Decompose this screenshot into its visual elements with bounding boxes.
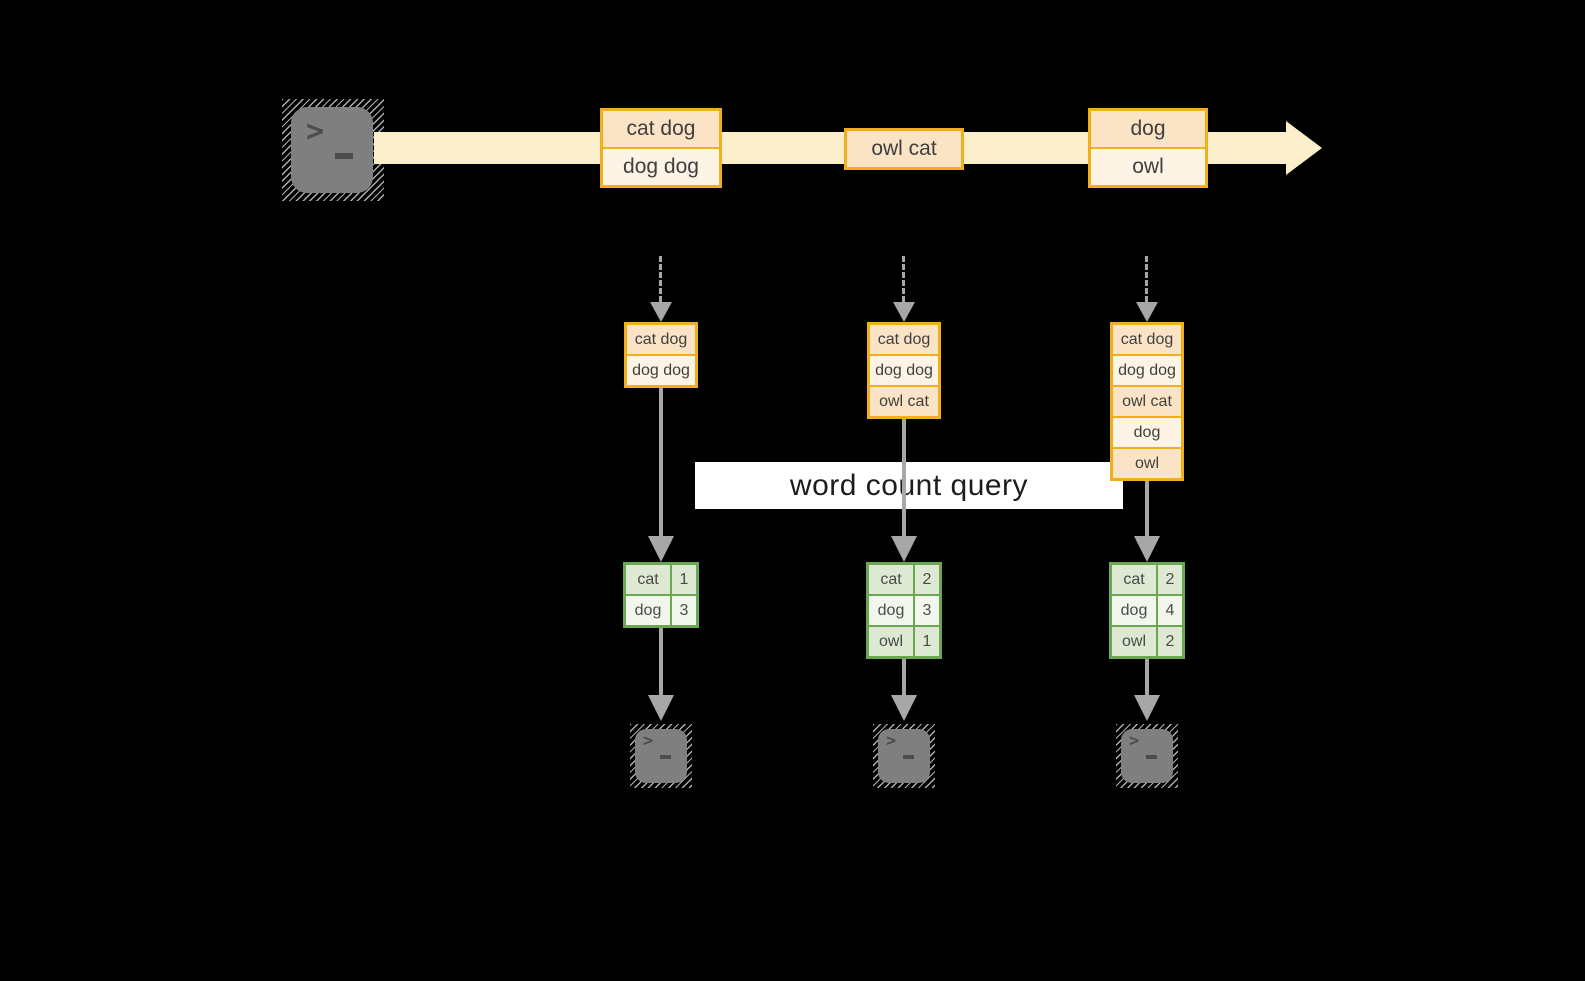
query-arrow-line	[659, 388, 663, 536]
count-row: dog 4	[1112, 594, 1182, 625]
terminal-sink-icon: >	[1116, 724, 1178, 788]
output-arrow-line	[1145, 656, 1149, 695]
count-word: cat	[626, 565, 672, 594]
stream-event-box-2: owl cat	[844, 128, 964, 170]
stream-event-box-3: dog owl	[1088, 108, 1208, 188]
buffer-row: cat dog	[1113, 325, 1181, 354]
ingest-arrowhead-icon	[893, 302, 915, 322]
terminal-screen: >	[291, 107, 373, 193]
query-label: word count query	[789, 468, 1029, 502]
terminal-screen: >	[1121, 729, 1173, 783]
prompt-underscore-icon	[903, 755, 914, 759]
count-value: 3	[915, 596, 939, 625]
count-row: cat 1	[626, 565, 696, 594]
prompt-chevron-icon: >	[643, 731, 654, 751]
count-row: cat 2	[869, 565, 939, 594]
stream-event-box-1: cat dog dog dog	[600, 108, 722, 188]
count-row: cat 2	[1112, 565, 1182, 594]
stream-event-row: dog dog	[603, 147, 719, 185]
output-arrow-line	[902, 656, 906, 695]
query-arrow-line	[1145, 481, 1149, 536]
count-row: dog 3	[626, 594, 696, 625]
buffer-row: owl	[1113, 447, 1181, 478]
count-word: owl	[869, 627, 915, 656]
buffer-row: dog dog	[627, 354, 695, 385]
buffer-stack-2: cat dog dog dog owl cat	[867, 322, 941, 419]
buffer-row: owl cat	[1113, 385, 1181, 416]
count-word: cat	[1112, 565, 1158, 594]
ingest-arrow-line	[902, 256, 905, 302]
stream-event-row: owl	[1091, 147, 1205, 185]
count-table-1: cat 1 dog 3	[623, 562, 699, 628]
buffer-row: dog dog	[1113, 354, 1181, 385]
terminal-sink-icon: >	[873, 724, 935, 788]
terminal-screen: >	[878, 729, 930, 783]
stream-event-row: cat dog	[603, 111, 719, 147]
stream-arrowhead-icon	[1286, 121, 1322, 175]
query-arrowhead-icon	[891, 536, 917, 562]
count-word: dog	[869, 596, 915, 625]
count-word: cat	[869, 565, 915, 594]
count-value: 1	[672, 565, 696, 594]
query-arrowhead-icon	[648, 536, 674, 562]
buffer-row: cat dog	[870, 325, 938, 354]
output-arrow-line	[659, 626, 663, 695]
buffer-row: cat dog	[627, 325, 695, 354]
query-arrow-line	[902, 419, 906, 536]
count-value: 4	[1158, 596, 1182, 625]
count-value: 3	[672, 596, 696, 625]
query-arrowhead-icon	[1134, 536, 1160, 562]
count-value: 2	[915, 565, 939, 594]
count-value: 2	[1158, 627, 1182, 656]
output-arrowhead-icon	[648, 695, 674, 721]
buffer-row: dog	[1113, 416, 1181, 447]
count-word: dog	[626, 596, 672, 625]
count-table-2: cat 2 dog 3 owl 1	[866, 562, 942, 659]
count-row: dog 3	[869, 594, 939, 625]
stream-event-row: owl cat	[847, 131, 961, 167]
count-row: owl 1	[869, 625, 939, 656]
stream-event-row: dog	[1091, 111, 1205, 147]
prompt-underscore-icon	[660, 755, 671, 759]
terminal-screen: >	[635, 729, 687, 783]
terminal-source-icon: >	[282, 99, 384, 201]
count-row: owl 2	[1112, 625, 1182, 656]
buffer-stack-1: cat dog dog dog	[624, 322, 698, 388]
output-arrowhead-icon	[1134, 695, 1160, 721]
count-value: 2	[1158, 565, 1182, 594]
buffer-row: dog dog	[870, 354, 938, 385]
ingest-arrowhead-icon	[650, 302, 672, 322]
output-arrowhead-icon	[891, 695, 917, 721]
prompt-underscore-icon	[335, 153, 353, 159]
buffer-row: owl cat	[870, 385, 938, 416]
count-value: 1	[915, 627, 939, 656]
prompt-underscore-icon	[1146, 755, 1157, 759]
prompt-chevron-icon: >	[306, 114, 325, 149]
count-table-3: cat 2 dog 4 owl 2	[1109, 562, 1185, 659]
ingest-arrow-line	[1145, 256, 1148, 302]
terminal-sink-icon: >	[630, 724, 692, 788]
count-word: dog	[1112, 596, 1158, 625]
buffer-stack-3: cat dog dog dog owl cat dog owl	[1110, 322, 1184, 481]
prompt-chevron-icon: >	[1129, 731, 1140, 751]
prompt-chevron-icon: >	[886, 731, 897, 751]
count-word: owl	[1112, 627, 1158, 656]
query-label-band: word count query	[695, 462, 1123, 509]
ingest-arrow-line	[659, 256, 662, 302]
ingest-arrowhead-icon	[1136, 302, 1158, 322]
